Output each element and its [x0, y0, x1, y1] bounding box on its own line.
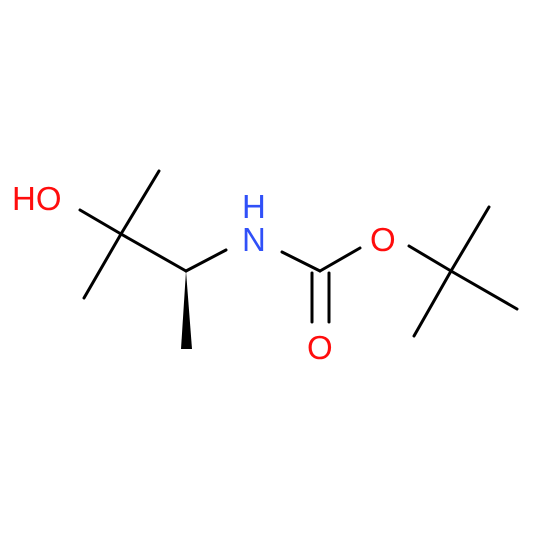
amine-hydrogen-label: H	[242, 188, 266, 225]
bond-quatc-methyl-bottom	[82, 232, 123, 300]
bond-ho-c	[78, 208, 123, 236]
bond-carbonylc-ester-o	[318, 246, 362, 273]
stereo-wedge-bond	[181, 271, 192, 349]
bond-tbuc-methyl-top	[449, 205, 491, 273]
bonds	[78, 169, 519, 338]
bond-chiralc-n	[184, 248, 228, 273]
bond-tbuc-methyl-right	[449, 269, 519, 311]
bond-tbuc-methyl-bottom	[412, 269, 453, 338]
carbonyl-oxygen-label: O	[307, 329, 333, 366]
hydroxyl-label: HO	[12, 180, 62, 217]
bond-ester-o-tbuc	[407, 244, 453, 273]
bond-n-carbonylc	[280, 250, 322, 273]
bond-quatc-chiralc	[119, 232, 188, 273]
amine-nitrogen-label: N	[242, 221, 266, 258]
bond-quatc-methyl-top	[119, 169, 161, 236]
ester-oxygen-label: O	[370, 221, 396, 258]
